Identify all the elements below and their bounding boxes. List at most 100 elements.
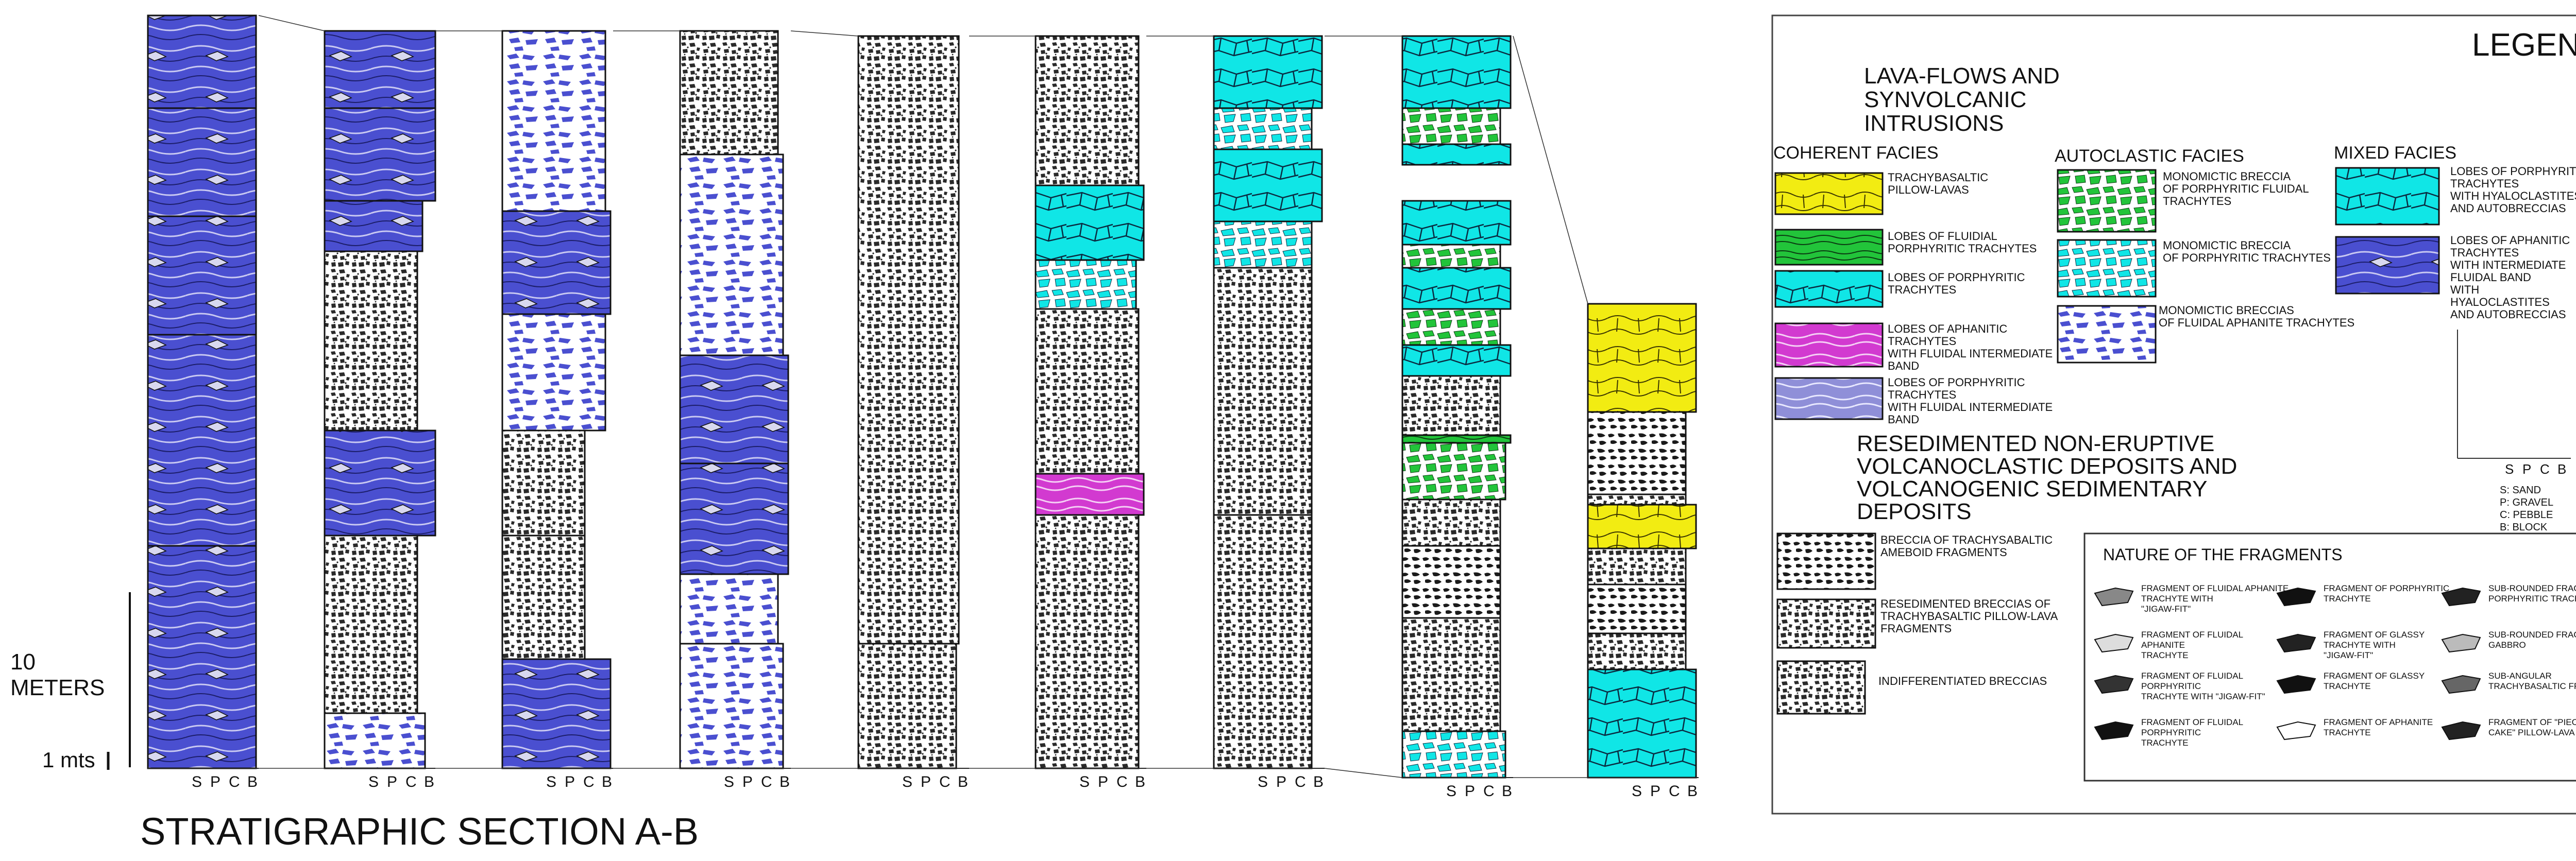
- column-8-axis-c: C: [1483, 783, 1495, 800]
- column-1-axis-s: S: [192, 773, 202, 790]
- column-4-unit-5: [679, 573, 779, 645]
- scale-label-1mts: 1 mts: [42, 748, 95, 772]
- fragment-11-line1: SUB-ANGULAR: [2488, 671, 2552, 681]
- fragment-12-line1: FRAGMENT OF "PIECE OF: [2488, 717, 2576, 727]
- column-3-axis-s: S: [546, 773, 556, 790]
- column-9-unit-4: [1587, 504, 1697, 549]
- mix-2-l1: LOBES OF APHANITIC: [2450, 234, 2570, 247]
- legend: LEGEND LAVA-FLOWS AND SYNVOLCANIC INTRUS…: [1771, 14, 2576, 815]
- column-9-axis-p: P: [1650, 783, 1660, 800]
- column-7-unit-2: [1213, 107, 1313, 150]
- column-9-unit-1: [1587, 303, 1697, 413]
- swatch-mixed-porphyritic: [2335, 167, 2440, 226]
- fragment-symbol-4: [2094, 721, 2134, 741]
- column-3-axis-p: P: [565, 773, 575, 790]
- column-5-axis-b: B: [958, 773, 968, 790]
- mix-2-l3: WITH INTERMEDIATE: [2450, 259, 2566, 271]
- column-6-unit-5: [1035, 473, 1145, 516]
- resed-heading-1: RESEDIMENTED NON-ERUPTIVE: [1857, 431, 2214, 456]
- legend-title: LEGEND: [2472, 27, 2576, 63]
- fragment-1-line3: "JIGAW-FIT": [2141, 604, 2191, 614]
- resed-1-l1: BRECCIA OF TRACHYSABALTIC: [1880, 533, 2053, 546]
- column-5-axis-c: C: [939, 773, 951, 790]
- auto-1-l2: OF PORPHYRITIC FLUIDAL: [2163, 182, 2309, 195]
- legend-axis-b: B: [2557, 461, 2566, 477]
- resed-2-l3: FRAGMENTS: [1880, 622, 1952, 635]
- column-8-unit-11: [1401, 442, 1506, 501]
- fragment-3-line1: FRAGMENT OF FLUIDAL: [2141, 671, 2243, 681]
- column-1-axis-p: P: [210, 773, 221, 790]
- coh-3-l1: LOBES OF PORPHYRITIC: [1888, 271, 2025, 284]
- column-6-axis-c: C: [1116, 773, 1128, 790]
- column-1-unit-2: [147, 107, 257, 217]
- column-3-axis-b: B: [602, 773, 612, 790]
- correlation-top-4: [790, 30, 859, 37]
- column-2-unit-6: [324, 535, 418, 714]
- coh-1-l1: TRACHYBASALTIC: [1888, 171, 1988, 184]
- column-4-unit-6: [679, 643, 784, 769]
- legend-axis-p: P: [2522, 461, 2531, 477]
- column-4-axis-b: B: [779, 773, 790, 790]
- column-7-unit-4: [1213, 220, 1313, 269]
- fragment-1-line2: TRACHYTE WITH: [2141, 594, 2213, 604]
- column-8-unit-6: [1401, 267, 1512, 310]
- column-9-unit-8: [1587, 668, 1697, 779]
- lava-heading-3: INTRUSIONS: [1864, 111, 2004, 136]
- column-1-unit-1: [147, 14, 257, 109]
- fragment-1-line1: FRAGMENT OF FLUIDAL APHANITE: [2141, 583, 2289, 593]
- coh-4-l3: WITH FLUIDAL INTERMEDIATE: [1888, 347, 2053, 360]
- fragment-5-line2: TRACHYTE: [2324, 594, 2371, 604]
- column-8-unit-9: [1401, 375, 1501, 436]
- column-3-axis-c: C: [583, 773, 595, 790]
- fragment-6-line3: "JIGAW-FIT": [2324, 650, 2373, 660]
- lava-heading-1: LAVA-FLOWS AND: [1864, 63, 2060, 89]
- fragment-6-line2: TRACHYTE WITH: [2324, 640, 2396, 650]
- column-5-unit-2: [857, 643, 957, 769]
- column-4-axis-p: P: [742, 773, 753, 790]
- column-3-unit-5: [501, 535, 586, 660]
- coh-4-l2: TRACHYTES: [1888, 335, 1956, 348]
- fragment-10-line1: SUB-ROUNDED FRAGMENT OF: [2488, 630, 2576, 640]
- swatch-trachybasaltic-pillow: [1774, 172, 1884, 215]
- column-8-unit-7: [1401, 308, 1501, 346]
- fragment-4-line3: TRACHYTE: [2141, 738, 2189, 748]
- mix-2-l4: FLUIDAL BAND: [2450, 271, 2531, 284]
- auto-3-l2: OF FLUIDAL APHANITE TRACHYTES: [2159, 316, 2354, 329]
- resed-2-l2: TRACHYBASALTIC PILLOW-LAVA: [1880, 610, 2058, 623]
- coh-5-l3: WITH FLUIDAL INTERMEDIATE: [1888, 401, 2053, 414]
- column-8-unit-15: [1401, 730, 1506, 779]
- mix-2-l2: TRACHYTES: [2450, 246, 2519, 259]
- column-2-unit-7: [324, 712, 426, 769]
- column-7-axis-p: P: [1276, 773, 1286, 790]
- column-2-unit-3: [324, 200, 423, 252]
- column-4-unit-4: [679, 462, 789, 575]
- column-6-unit-2: [1035, 184, 1145, 261]
- fragment-8-line1: FRAGMENT OF APHANITE: [2324, 717, 2433, 727]
- column-5-unit-1: [857, 35, 960, 645]
- column-8-unit-13: [1401, 545, 1501, 619]
- fragment-10-line2: GABBRO: [2488, 640, 2526, 650]
- column-1-axis-b: B: [247, 773, 258, 790]
- column-6-axis-b: B: [1135, 773, 1145, 790]
- column-6-unit-1: [1035, 35, 1140, 186]
- column-3-unit-1: [501, 30, 606, 212]
- column-8-unit-1: [1401, 35, 1512, 109]
- column-6-unit-3: [1035, 259, 1137, 310]
- column-5-axis-s: S: [902, 773, 912, 790]
- fragment-9-line1: SUB-ROUNDED FRAGMENT OF: [2488, 583, 2576, 593]
- column-2-unit-5: [324, 429, 436, 537]
- column-4-axis-c: C: [761, 773, 772, 790]
- column-8-axis-s: S: [1446, 783, 1456, 800]
- fragment-11-line2: TRACHYBASALTIC FRAGMENT: [2488, 681, 2576, 691]
- swatch-breccia-porphyritic-fluidal: [2057, 169, 2157, 233]
- fragment-4-line2: PORPHYRITIC: [2141, 728, 2201, 737]
- column-9-unit-5: [1587, 547, 1687, 586]
- column-6-unit-6: [1035, 514, 1140, 769]
- column-7-unit-6: [1213, 514, 1313, 769]
- scale-bar: 10 METERS 1 mts: [10, 592, 131, 772]
- column-8-unit-4: [1401, 200, 1512, 246]
- column-9-unit-3: [1587, 493, 1687, 506]
- column-3-unit-6: [501, 658, 612, 769]
- mixed-heading: MIXED FACIES: [2334, 143, 2456, 163]
- fragment-symbol-9: [2441, 587, 2481, 607]
